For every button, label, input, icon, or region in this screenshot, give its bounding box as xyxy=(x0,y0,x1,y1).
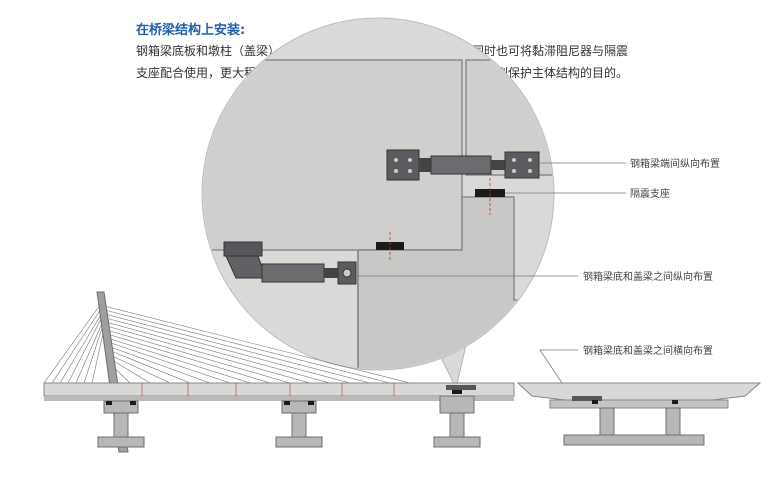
callout-bottom-pier-longitudinal: 钢箱梁底和盖梁之间纵向布置 xyxy=(583,272,713,283)
callout-isolation-bearing: 隔震支座 xyxy=(630,189,670,200)
callout-end-longitudinal: 钢箱梁端间纵向布置 xyxy=(630,159,720,170)
piers xyxy=(97,395,481,448)
small-bearings xyxy=(106,390,462,405)
bearing-lower xyxy=(376,242,404,250)
cross-section xyxy=(516,382,762,446)
callout-bottom-pier-transverse: 钢箱梁底和盖梁之间横向布置 xyxy=(583,346,713,357)
damper-end-longitudinal xyxy=(386,149,540,181)
small-damper xyxy=(446,385,476,390)
bridge-deck xyxy=(43,382,515,401)
damper-bottom-longitudinal xyxy=(223,241,357,285)
section-heading: 在桥梁结构上安装: xyxy=(136,23,246,38)
left-girder xyxy=(203,59,463,251)
leader-lines xyxy=(356,162,626,399)
